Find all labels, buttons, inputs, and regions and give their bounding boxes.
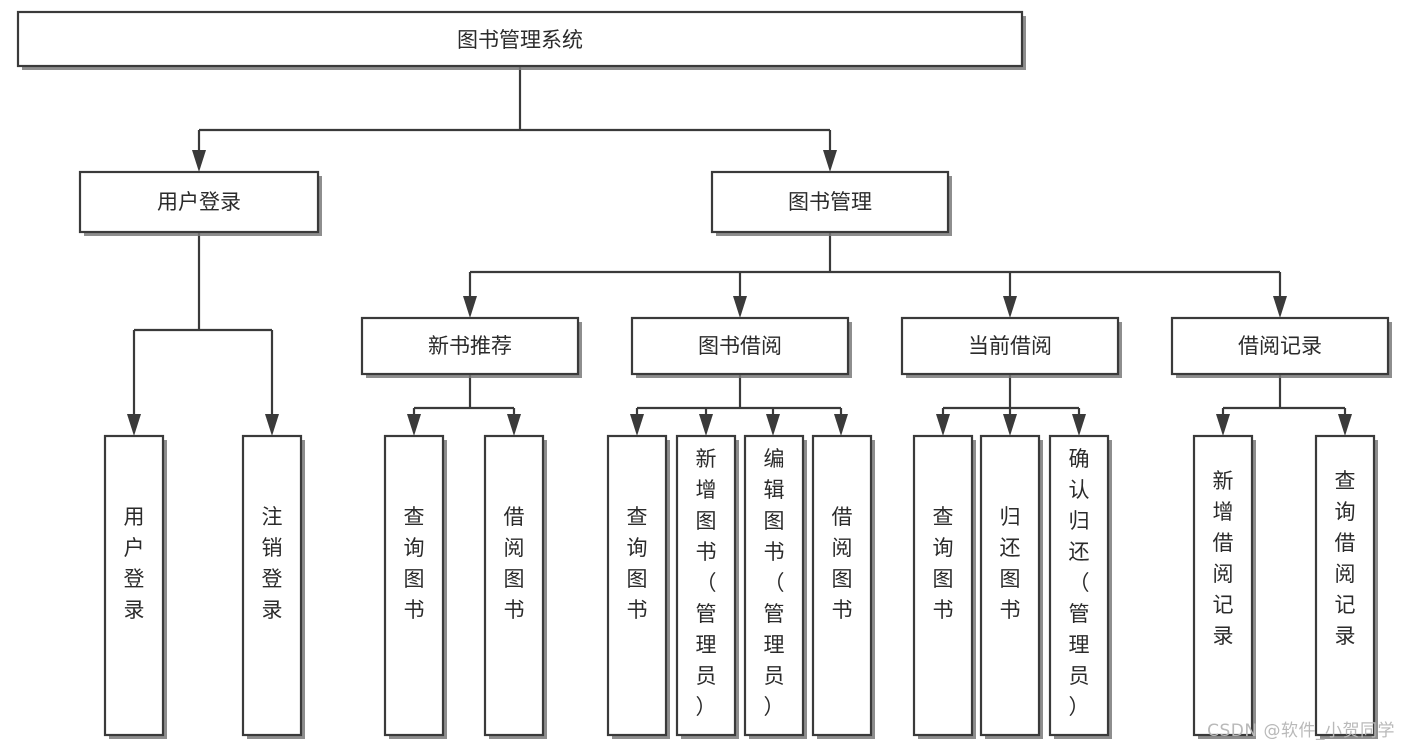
node-leaf-return-book-label: 归还图书 — [1000, 505, 1021, 622]
node-leaf-query-book-1-label: 查询图书 — [404, 505, 425, 622]
node-leaf-user-logout-label: 注销登录 — [262, 505, 283, 622]
arrow-leaf-return-book — [1003, 414, 1017, 436]
arrow-book-borrow — [733, 296, 747, 318]
csdn-watermark: CSDN @软件_小贺同学 — [1207, 721, 1395, 741]
node-leaf-user-logout[interactable]: 注销登录 — [241, 434, 305, 739]
node-leaf-edit-book-label: 编辑图书（管理员） — [764, 447, 785, 719]
arrow-leaf-user-logout — [265, 414, 279, 436]
arrow-book-manage — [823, 150, 837, 172]
arrow-leaf-user-login — [127, 414, 141, 436]
node-borrow-record[interactable]: 借阅记录 — [1170, 316, 1392, 378]
node-leaf-confirm-return[interactable]: 确认归还（管理员） — [1048, 434, 1112, 739]
node-user-login[interactable]: 用户登录 — [78, 170, 322, 236]
node-leaf-add-book-label: 新增图书（管理员） — [696, 447, 717, 719]
connector-layer — [127, 66, 1352, 436]
node-leaf-user-login[interactable]: 用户登录 — [103, 434, 167, 739]
node-new-book-rec-label: 新书推荐 — [428, 334, 512, 358]
node-leaf-borrow-book-2[interactable]: 借阅图书 — [811, 434, 875, 739]
node-leaf-add-record[interactable]: 新增借阅记录 — [1192, 434, 1256, 739]
node-leaf-query-book-2[interactable]: 查询图书 — [606, 434, 670, 739]
arrow-leaf-borrow-book-1 — [507, 414, 521, 436]
node-leaf-add-book[interactable]: 新增图书（管理员） — [675, 434, 739, 739]
node-leaf-add-record-label: 新增借阅记录 — [1213, 469, 1234, 648]
node-leaf-borrow-book-1-label: 借阅图书 — [504, 505, 525, 622]
node-leaf-borrow-book-2-label: 借阅图书 — [832, 505, 853, 622]
node-layer: 图书管理系统 用户登录 图书管理 新书推荐 — [16, 10, 1392, 739]
arrow-user-login — [192, 150, 206, 172]
node-leaf-edit-book[interactable]: 编辑图书（管理员） — [743, 434, 807, 739]
arrow-leaf-query-record — [1338, 414, 1352, 436]
node-leaf-query-record[interactable]: 查询借阅记录 — [1314, 434, 1378, 739]
node-leaf-query-book-3-label: 查询图书 — [933, 505, 954, 622]
node-leaf-query-book-3[interactable]: 查询图书 — [912, 434, 976, 739]
node-borrow-record-label: 借阅记录 — [1238, 334, 1322, 358]
node-root-label: 图书管理系统 — [457, 28, 583, 52]
node-book-manage[interactable]: 图书管理 — [710, 170, 952, 236]
node-new-book-rec[interactable]: 新书推荐 — [360, 316, 582, 378]
node-leaf-borrow-book-1[interactable]: 借阅图书 — [483, 434, 547, 739]
arrow-leaf-query-book-1 — [407, 414, 421, 436]
node-book-borrow[interactable]: 图书借阅 — [630, 316, 852, 378]
arrow-leaf-add-book — [699, 414, 713, 436]
arrow-leaf-add-record — [1216, 414, 1230, 436]
node-leaf-return-book[interactable]: 归还图书 — [979, 434, 1043, 739]
arrow-borrow-record — [1273, 296, 1287, 318]
node-leaf-query-record-label: 查询借阅记录 — [1335, 469, 1356, 648]
arrow-leaf-confirm-return — [1072, 414, 1086, 436]
node-leaf-confirm-return-label: 确认归还（管理员） — [1069, 447, 1090, 719]
arrow-leaf-query-book-2 — [630, 414, 644, 436]
arrow-leaf-borrow-book-2 — [834, 414, 848, 436]
node-current-borrow[interactable]: 当前借阅 — [900, 316, 1122, 378]
node-leaf-query-book-2-label: 查询图书 — [627, 505, 648, 622]
node-leaf-user-login-label: 用户登录 — [124, 505, 145, 622]
node-book-borrow-label: 图书借阅 — [698, 334, 782, 358]
node-root[interactable]: 图书管理系统 — [16, 10, 1026, 70]
arrow-current-borrow — [1003, 296, 1017, 318]
node-book-manage-label: 图书管理 — [788, 190, 872, 214]
arrow-new-book-rec — [463, 296, 477, 318]
arrow-leaf-query-book-3 — [936, 414, 950, 436]
arrow-leaf-edit-book — [766, 414, 780, 436]
node-current-borrow-label: 当前借阅 — [968, 334, 1052, 358]
node-leaf-query-book-1[interactable]: 查询图书 — [383, 434, 447, 739]
node-user-login-label: 用户登录 — [157, 190, 241, 214]
